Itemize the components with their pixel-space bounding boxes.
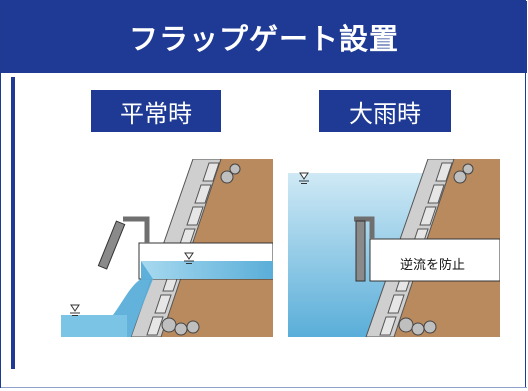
flap-gate-icon: [355, 220, 366, 282]
gate-frame: [354, 216, 375, 239]
flap-gate-icon: [97, 220, 126, 270]
label-normal: 平常時: [91, 90, 221, 132]
diagram-normal: [61, 159, 273, 337]
water-level-icon: [299, 172, 309, 184]
left-accent-bar: [11, 77, 15, 369]
diagram-heavy-rain: 逆流を防止: [288, 159, 500, 337]
page-title: フラップゲート設置: [1, 1, 527, 73]
outlet-pipe: [369, 238, 500, 282]
label-heavy-rain: 大雨時: [319, 90, 451, 132]
gate-frame: [123, 216, 150, 243]
water-level-icon: [184, 252, 194, 264]
bottom-border: [1, 387, 527, 388]
water-level-icon: [70, 304, 80, 316]
pipe-water: [141, 261, 273, 279]
backflow-annotation: 逆流を防止: [400, 257, 465, 273]
river-water: [61, 315, 127, 337]
